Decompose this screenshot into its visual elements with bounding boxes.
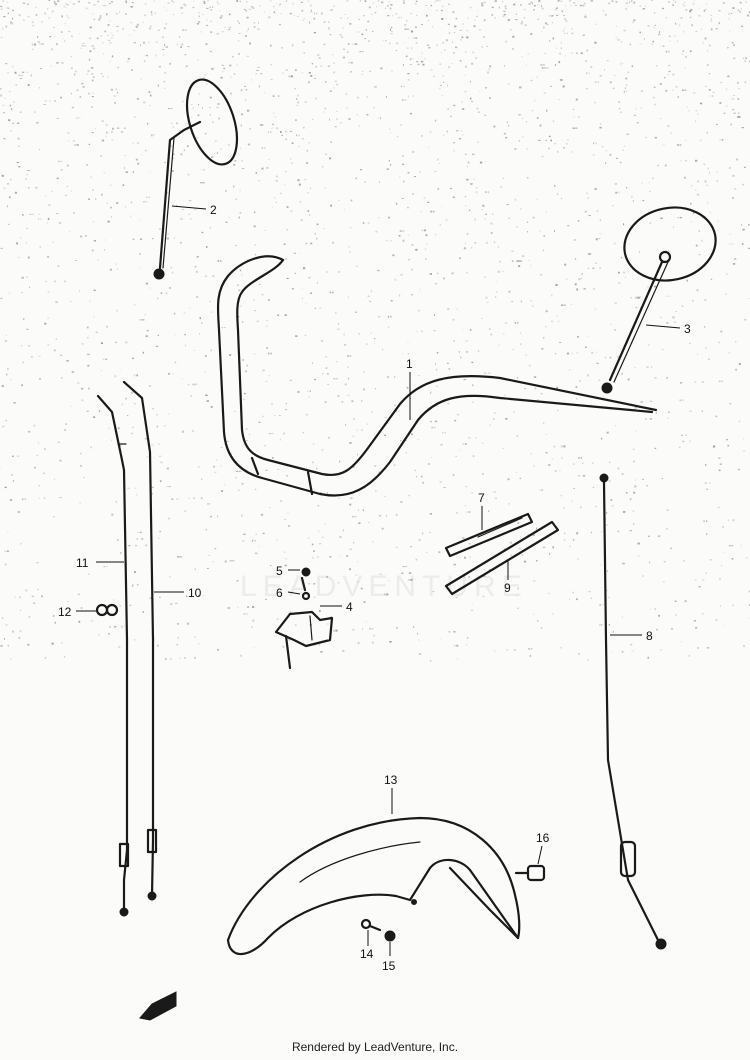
callout-11: 11	[76, 556, 89, 570]
callout-7: 7	[478, 491, 485, 505]
callout-14: 14	[360, 947, 374, 961]
front-fender[interactable]	[226, 816, 521, 956]
throttle-cable-11[interactable]	[96, 394, 130, 917]
right-mirror[interactable]	[601, 199, 722, 394]
handlebar-strap-7[interactable]	[444, 512, 534, 558]
callout-3: 3	[684, 322, 691, 336]
callout-1: 1	[406, 357, 413, 371]
fender-bolt-14[interactable]	[360, 918, 382, 932]
callout-labels: 2 3 1 4 5 6 7 8 9 10 11 12 13 14 15 16	[58, 203, 691, 973]
left-mirror[interactable]	[153, 73, 247, 280]
callout-8: 8	[646, 629, 653, 643]
watermark-text: LEADVENTURE	[240, 570, 528, 603]
callout-13: 13	[384, 773, 398, 787]
callout-leaders	[76, 205, 681, 956]
callout-6: 6	[276, 586, 283, 600]
front-arrow-icon	[139, 991, 177, 1021]
callout-4: 4	[346, 600, 353, 614]
callout-12: 12	[58, 605, 72, 619]
callout-16: 16	[536, 831, 550, 845]
callout-9: 9	[504, 581, 511, 595]
clutch-cable-8[interactable]	[599, 473, 667, 950]
callout-5: 5	[276, 564, 283, 578]
callout-10: 10	[188, 586, 202, 600]
callout-2: 2	[210, 203, 217, 217]
throttle-cable-10[interactable]	[122, 380, 158, 901]
footer-credit: Rendered by LeadVenture, Inc.	[291, 1040, 459, 1054]
fender-washer-15[interactable]	[384, 930, 396, 942]
callout-15: 15	[382, 959, 396, 973]
cable-clip-12[interactable]	[95, 603, 119, 617]
fender-bolt-16[interactable]	[514, 864, 546, 882]
handlebar-strap-9[interactable]	[444, 520, 560, 596]
speckle-background	[0, 0, 750, 662]
clamp-assembly[interactable]	[274, 567, 334, 670]
handlebar[interactable]	[216, 255, 658, 497]
